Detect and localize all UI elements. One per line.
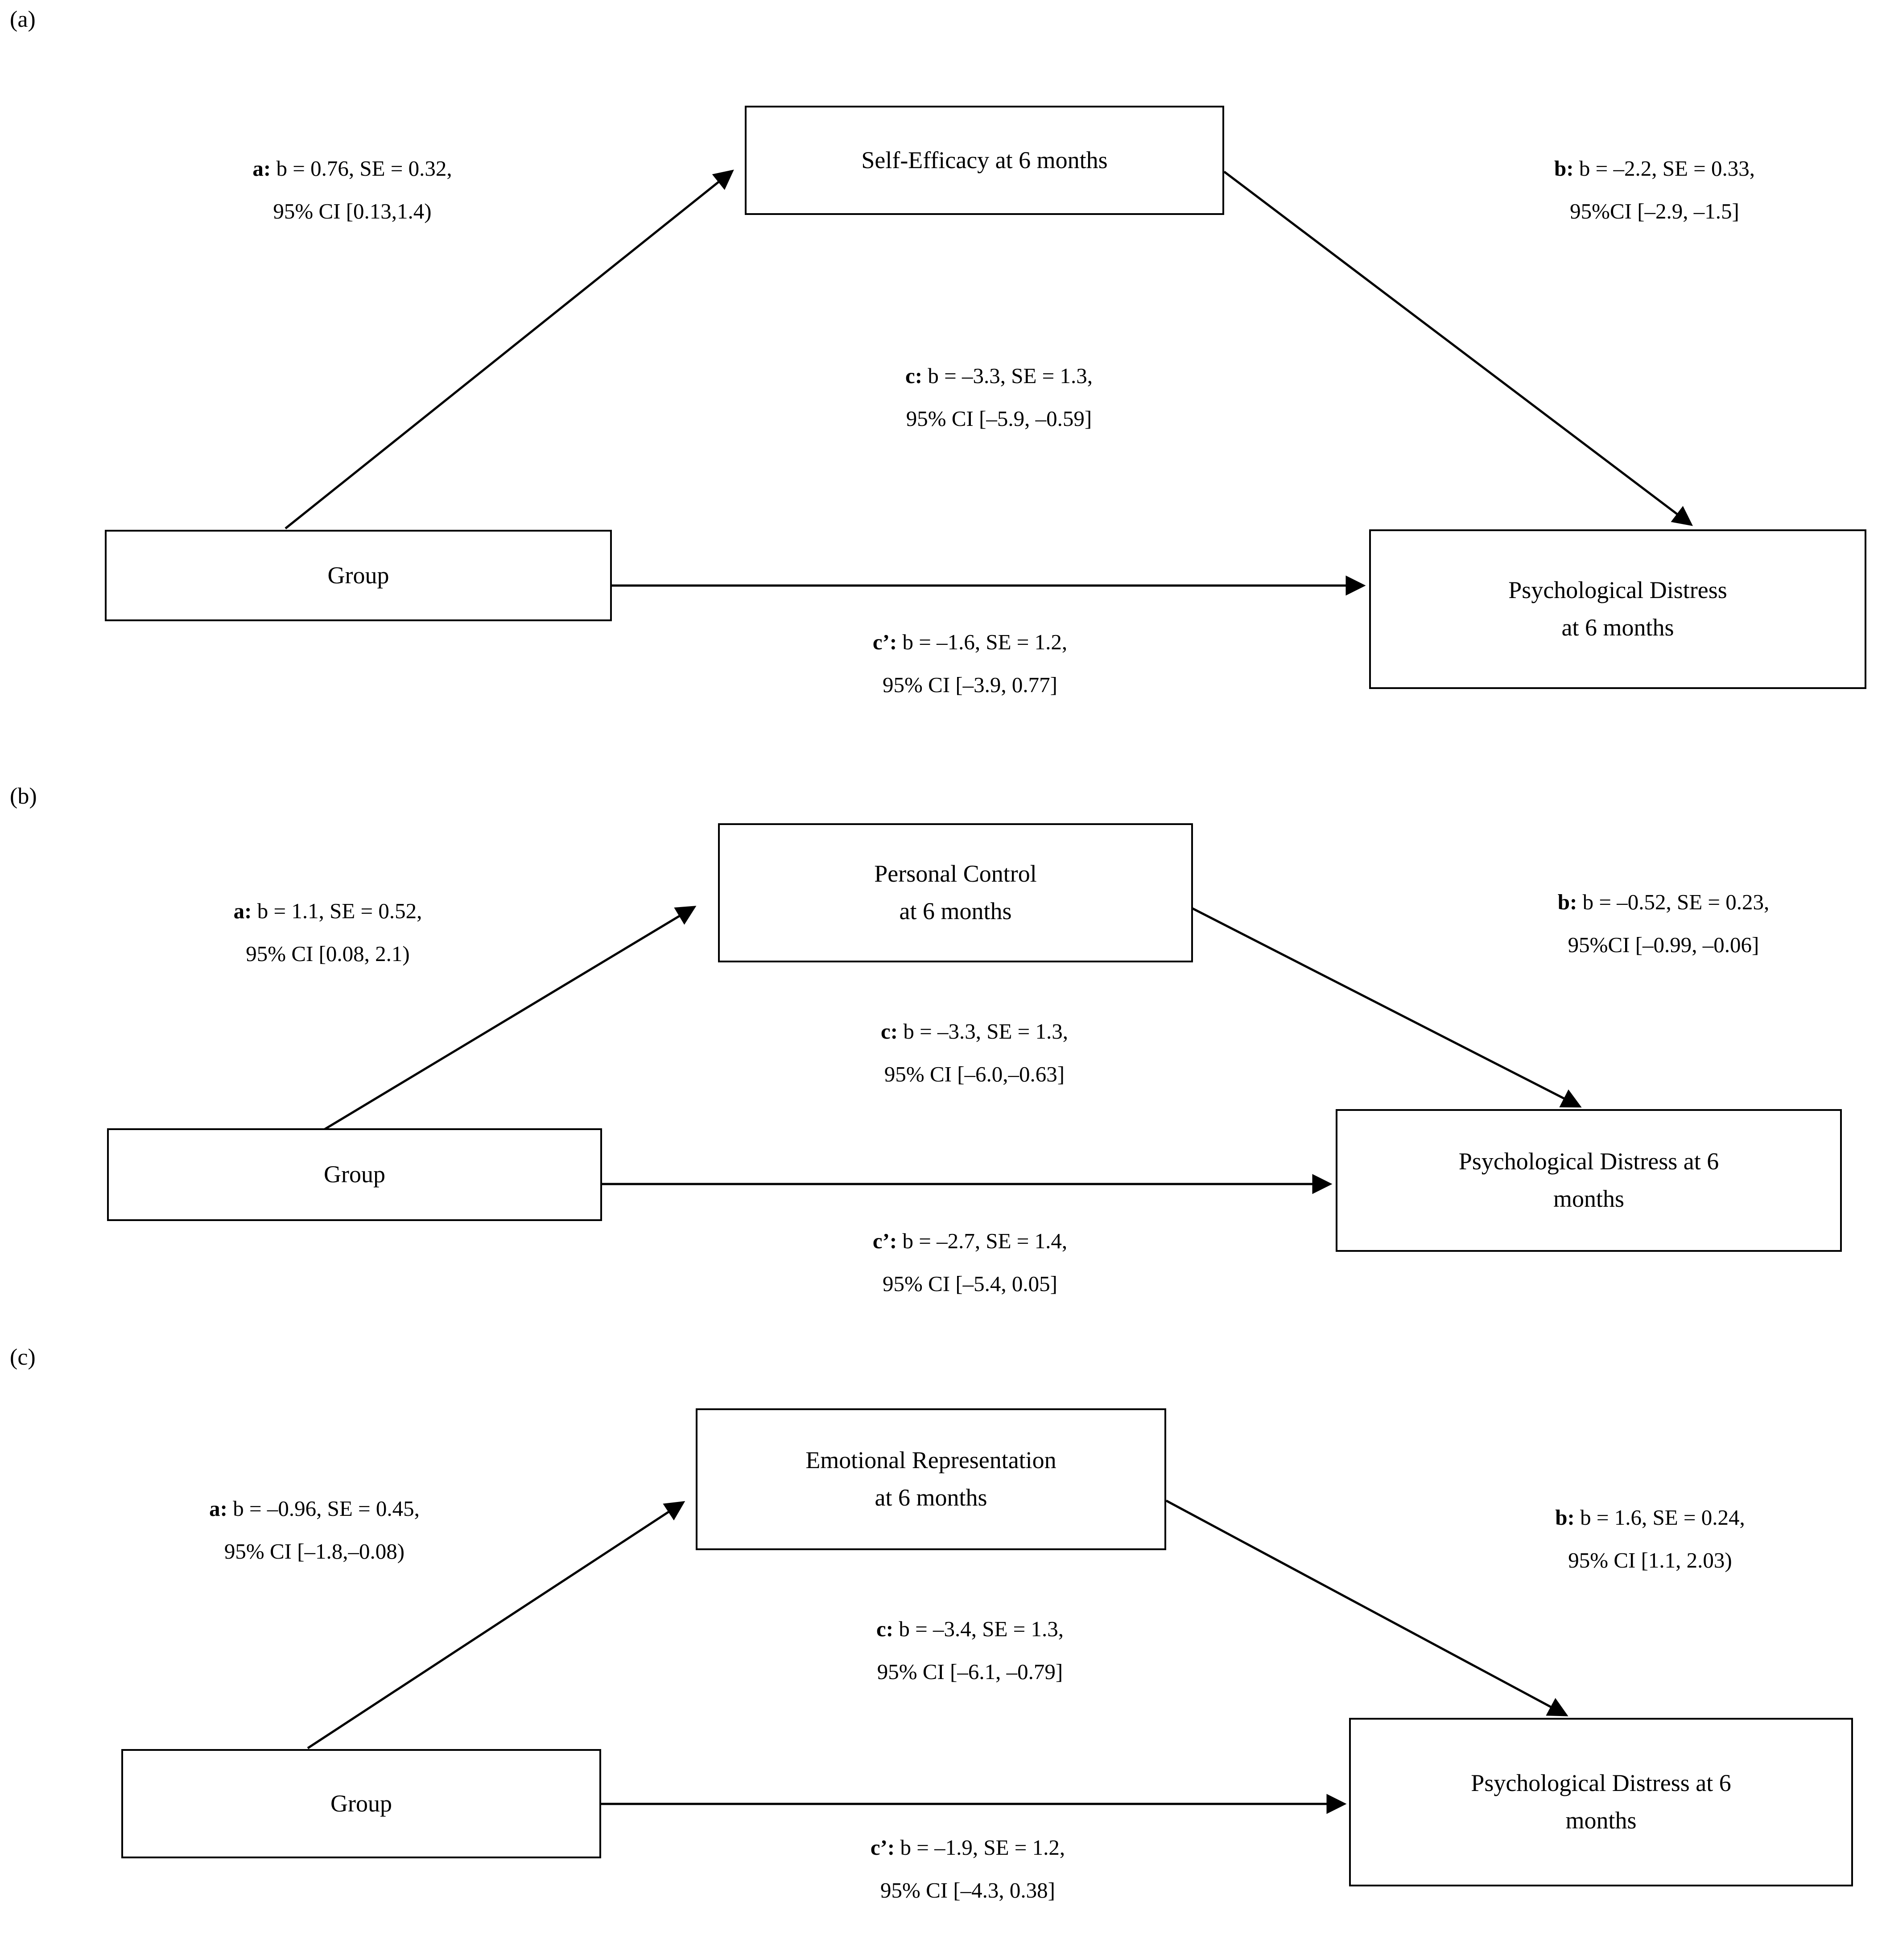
stat-c-path-cprime: c’: b = –1.9, SE = 1.2, 95% CI [–4.3, 0.… (792, 1826, 1144, 1911)
stat-b-path-cprime-line1: c’: b = –2.7, SE = 1.4, (872, 1229, 1068, 1253)
node-mediator-personal-control-line1: Personal Control (874, 860, 1037, 887)
node-outcome-distress-a-line2: at 6 months (1561, 614, 1674, 641)
stat-b-path-cprime-line2: 95% CI [–5.4, 0.05] (883, 1271, 1057, 1296)
stat-a-path-c-line1: c: b = –3.3, SE = 1.3, (905, 363, 1093, 388)
stat-a-path-b: b: b = –2.2, SE = 0.33, 95%CI [–2.9, –1.… (1476, 147, 1833, 232)
stat-c-path-a-line1: a: b = –0.96, SE = 0.45, (209, 1496, 420, 1521)
stat-b-path-a-line2: 95% CI [0.08, 2.1) (246, 941, 410, 966)
panel-label-c: (c) (10, 1345, 36, 1370)
panel-label-a: (a) (10, 7, 36, 32)
stat-c-path-c-line2: 95% CI [–6.1, –0.79] (877, 1659, 1063, 1684)
stat-c-path-cprime-line1: c’: b = –1.9, SE = 1.2, (870, 1835, 1065, 1860)
node-predictor-group-b: Group (107, 1128, 602, 1221)
node-outcome-distress-c-line1: Psychological Distress at 6 (1471, 1770, 1731, 1797)
node-outcome-distress-b-line2: months (1553, 1185, 1625, 1212)
node-predictor-group-b-label: Group (324, 1161, 385, 1188)
node-outcome-distress-a: Psychological Distress at 6 months (1369, 529, 1866, 689)
node-mediator-emotional-representation: Emotional Representation at 6 months (696, 1408, 1166, 1550)
node-outcome-distress-b-line1: Psychological Distress at 6 (1458, 1148, 1719, 1175)
stat-b-path-a: a: b = 1.1, SE = 0.52, 95% CI [0.08, 2.1… (152, 890, 504, 975)
node-outcome-distress-c-line2: months (1565, 1807, 1637, 1834)
stat-c-path-c-line1: c: b = –3.4, SE = 1.3, (876, 1617, 1064, 1641)
node-predictor-group-a: Group (105, 530, 612, 621)
stat-c-path-a-line2: 95% CI [–1.8,–0.08) (224, 1539, 405, 1564)
node-predictor-group-c: Group (121, 1749, 601, 1858)
stat-a-path-cprime-line1: c’: b = –1.6, SE = 1.2, (872, 630, 1068, 654)
stat-b-path-b: b: b = –0.52, SE = 0.23, 95%CI [–0.99, –… (1478, 881, 1849, 966)
node-predictor-group-a-label: Group (327, 561, 389, 589)
node-mediator-self-efficacy: Self-Efficacy at 6 months (745, 106, 1224, 215)
node-mediator-personal-control: Personal Control at 6 months (718, 823, 1193, 962)
stat-c-path-a: a: b = –0.96, SE = 0.45, 95% CI [–1.8,–0… (129, 1487, 499, 1572)
stat-a-path-a-line2: 95% CI [0.13,1.4) (273, 198, 432, 223)
stat-a-path-c: c: b = –3.3, SE = 1.3, 95% CI [–5.9, –0.… (830, 355, 1168, 440)
stat-a-path-cprime: c’: b = –1.6, SE = 1.2, 95% CI [–3.9, 0.… (798, 621, 1142, 706)
node-mediator-emotional-representation-line2: at 6 months (875, 1484, 987, 1511)
panel-label-b: (b) (10, 784, 37, 809)
stat-c-path-b: b: b = 1.6, SE = 0.24, 95% CI [1.1, 2.03… (1472, 1496, 1828, 1581)
stat-b-path-a-line1: a: b = 1.1, SE = 0.52, (233, 899, 422, 923)
stat-a-path-b-line2: 95%CI [–2.9, –1.5] (1570, 198, 1739, 223)
stat-b-path-b-line1: b: b = –0.52, SE = 0.23, (1557, 890, 1770, 914)
stat-a-path-a: a: b = 0.76, SE = 0.32, 95% CI [0.13,1.4… (178, 147, 526, 232)
stat-b-path-c-line1: c: b = –3.3, SE = 1.3, (880, 1019, 1069, 1044)
stat-c-path-cprime-line2: 95% CI [–4.3, 0.38] (880, 1877, 1055, 1902)
stat-b-path-cprime: c’: b = –2.7, SE = 1.4, 95% CI [–5.4, 0.… (794, 1220, 1146, 1305)
stat-a-path-cprime-line2: 95% CI [–3.9, 0.77] (883, 672, 1057, 697)
node-outcome-distress-a-line1: Psychological Distress (1508, 577, 1727, 604)
node-outcome-distress-c: Psychological Distress at 6 months (1349, 1718, 1853, 1886)
node-mediator-self-efficacy-label: Self-Efficacy at 6 months (861, 146, 1108, 173)
node-outcome-distress-b: Psychological Distress at 6 months (1336, 1109, 1842, 1252)
stat-b-path-c: c: b = –3.3, SE = 1.3, 95% CI [–6.0,–0.6… (798, 1010, 1151, 1095)
stat-a-path-a-line1: a: b = 0.76, SE = 0.32, (252, 156, 452, 181)
stat-c-path-b-line2: 95% CI [1.1, 2.03) (1568, 1547, 1732, 1572)
node-mediator-personal-control-line2: at 6 months (899, 898, 1012, 924)
node-mediator-emotional-representation-line1: Emotional Representation (805, 1447, 1056, 1474)
node-predictor-group-c-label: Group (330, 1790, 392, 1817)
stat-a-path-b-line1: b: b = –2.2, SE = 0.33, (1554, 156, 1755, 181)
stat-c-path-c: c: b = –3.4, SE = 1.3, 95% CI [–6.1, –0.… (794, 1608, 1146, 1693)
stat-a-path-c-line2: 95% CI [–5.9, –0.59] (906, 406, 1092, 431)
stat-b-path-b-line2: 95%CI [–0.99, –0.06] (1568, 932, 1759, 957)
stat-c-path-b-line1: b: b = 1.6, SE = 0.24, (1555, 1505, 1745, 1530)
stat-b-path-c-line2: 95% CI [–6.0,–0.63] (884, 1061, 1065, 1086)
